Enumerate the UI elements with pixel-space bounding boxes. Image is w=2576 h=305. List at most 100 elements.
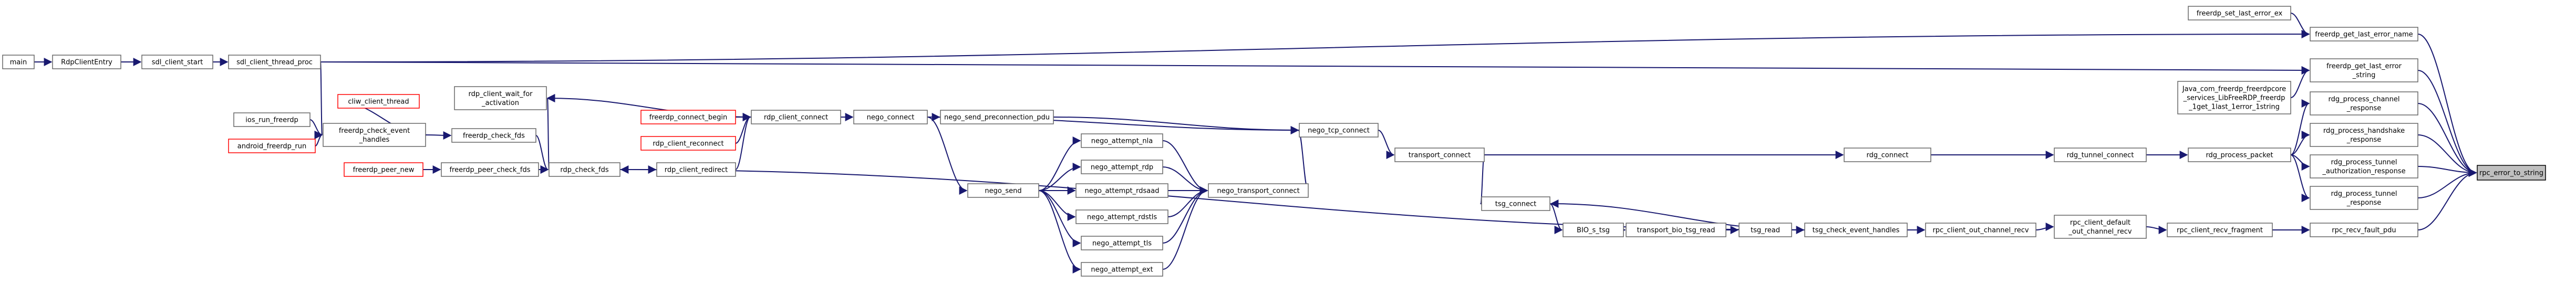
node-freerdp_get_last_error_name[interactable]: freerdp_get_last_error_name bbox=[2310, 27, 2418, 41]
node-box-rdg_connect[interactable] bbox=[1844, 148, 1931, 162]
node-box-BIO_s_tsg[interactable] bbox=[1563, 223, 1624, 237]
node-box-freerdp_peer_new[interactable] bbox=[344, 162, 423, 177]
node-box-tsg_connect[interactable] bbox=[1481, 196, 1550, 211]
node-box-cliw_client_thread[interactable] bbox=[337, 94, 420, 109]
node-rpc_client_default_out_channel_recv[interactable]: rpc_client_default_out_channel_recv bbox=[2054, 215, 2147, 239]
node-rdg_process_tunnel_authorization_response[interactable]: rdg_process_tunnel_authorization_respons… bbox=[2310, 154, 2418, 178]
node-box-rdg_process_packet[interactable] bbox=[2188, 148, 2291, 162]
node-box-nego_attempt_rdsaad[interactable] bbox=[1075, 183, 1168, 198]
node-box-rpc_client_recv_fragment[interactable] bbox=[2167, 223, 2273, 237]
node-box-nego_attempt_rdstls[interactable] bbox=[1075, 209, 1168, 224]
node-freerdp_peer_check_fds[interactable]: freerdp_peer_check_fds bbox=[441, 162, 539, 177]
node-tsg_connect[interactable]: tsg_connect bbox=[1481, 196, 1550, 211]
node-box-freerdp_get_last_error_string[interactable] bbox=[2310, 58, 2418, 82]
node-rdg_process_channel_response[interactable]: rdg_process_channel_response bbox=[2310, 91, 2418, 115]
node-box-rdg_tunnel_connect[interactable] bbox=[2054, 148, 2147, 162]
node-box-rdg_process_tunnel_response[interactable] bbox=[2310, 186, 2418, 210]
node-rdg_process_packet[interactable]: rdg_process_packet bbox=[2188, 148, 2291, 162]
node-nego_attempt_ext[interactable]: nego_attempt_ext bbox=[1081, 262, 1163, 277]
node-box-freerdp_get_last_error_name[interactable] bbox=[2310, 27, 2418, 41]
node-rdp_check_fds[interactable]: rdp_check_fds bbox=[549, 162, 620, 177]
node-box-nego_transport_connect[interactable] bbox=[1208, 183, 1309, 198]
node-nego_connect[interactable]: nego_connect bbox=[853, 110, 928, 124]
node-rdp_client_connect[interactable]: rdp_client_connect bbox=[751, 110, 841, 124]
node-box-rdp_client_reconnect[interactable] bbox=[640, 136, 736, 151]
node-nego_send[interactable]: nego_send bbox=[967, 183, 1039, 198]
node-box-rpc_client_out_channel_recv[interactable] bbox=[1925, 223, 2036, 237]
node-box-freerdp_check_event_handles[interactable] bbox=[323, 123, 426, 147]
node-rpc_client_recv_fragment[interactable]: rpc_client_recv_fragment bbox=[2167, 223, 2273, 237]
node-BIO_s_tsg[interactable]: BIO_s_tsg bbox=[1563, 223, 1624, 237]
node-freerdp_check_event_handles[interactable]: freerdp_check_event_handles bbox=[323, 123, 426, 147]
node-nego_send_preconnection_pdu[interactable]: nego_send_preconnection_pdu bbox=[940, 110, 1054, 124]
node-box-transport_bio_tsg_read[interactable] bbox=[1626, 223, 1726, 237]
node-tsg_read[interactable]: tsg_read bbox=[1739, 223, 1792, 237]
node-freerdp_set_last_error_ex[interactable]: freerdp_set_last_error_ex bbox=[2188, 6, 2291, 20]
node-nego_tcp_connect[interactable]: nego_tcp_connect bbox=[1299, 123, 1379, 138]
node-rdg_connect[interactable]: rdg_connect bbox=[1844, 148, 1931, 162]
node-box-rdp_client_redirect[interactable] bbox=[656, 162, 736, 177]
node-freerdp_peer_new[interactable]: freerdp_peer_new bbox=[344, 162, 423, 177]
node-main[interactable]: main bbox=[2, 55, 35, 69]
node-sdl_client_start[interactable]: sdl_client_start bbox=[141, 55, 213, 69]
node-box-rpc_error_to_string[interactable] bbox=[2477, 165, 2546, 181]
node-nego_attempt_rdp[interactable]: nego_attempt_rdp bbox=[1081, 160, 1163, 174]
node-box-freerdp_connect_begin[interactable] bbox=[640, 110, 736, 124]
node-box-nego_attempt_rdp[interactable] bbox=[1081, 160, 1163, 174]
node-box-nego_connect[interactable] bbox=[853, 110, 928, 124]
node-rpc_error_to_string[interactable]: rpc_error_to_string bbox=[2477, 165, 2546, 181]
node-box-android_freerdp_run[interactable] bbox=[228, 139, 316, 153]
node-java_com_freerdp[interactable]: Java_com_freerdp_freerdpcore_services_Li… bbox=[2177, 81, 2291, 114]
node-nego_transport_connect[interactable]: nego_transport_connect bbox=[1208, 183, 1309, 198]
node-freerdp_check_fds[interactable]: freerdp_check_fds bbox=[451, 128, 536, 143]
node-box-nego_send[interactable] bbox=[967, 183, 1039, 198]
node-freerdp_get_last_error_string[interactable]: freerdp_get_last_error_string bbox=[2310, 58, 2418, 82]
node-nego_attempt_nla[interactable]: nego_attempt_nla bbox=[1081, 133, 1163, 148]
node-box-freerdp_check_fds[interactable] bbox=[451, 128, 536, 143]
node-rdp_client_wait_for_activation[interactable]: rdp_client_wait_for_activation bbox=[454, 86, 547, 110]
node-box-transport_connect[interactable] bbox=[1394, 148, 1485, 162]
node-box-nego_send_preconnection_pdu[interactable] bbox=[940, 110, 1054, 124]
node-box-nego_attempt_ext[interactable] bbox=[1081, 262, 1163, 277]
node-box-tsg_read[interactable] bbox=[1739, 223, 1792, 237]
node-box-rdg_process_tunnel_authorization_response[interactable] bbox=[2310, 154, 2418, 178]
node-box-java_com_freerdp[interactable] bbox=[2177, 81, 2291, 114]
node-box-rpc_recv_fault_pdu[interactable] bbox=[2310, 223, 2418, 237]
node-tsg_check_event_handles[interactable]: tsg_check_event_handles bbox=[1804, 223, 1908, 237]
node-box-freerdp_peer_check_fds[interactable] bbox=[441, 162, 539, 177]
node-box-rdp_check_fds[interactable] bbox=[549, 162, 620, 177]
node-cliw_client_thread[interactable]: cliw_client_thread bbox=[337, 94, 420, 109]
node-rdp_client_reconnect[interactable]: rdp_client_reconnect bbox=[640, 136, 736, 151]
node-rdg_tunnel_connect[interactable]: rdg_tunnel_connect bbox=[2054, 148, 2147, 162]
node-ios_run_freerdp[interactable]: ios_run_freerdp bbox=[233, 112, 311, 127]
node-box-RdpClientEntry[interactable] bbox=[52, 55, 121, 69]
node-box-nego_attempt_tls[interactable] bbox=[1081, 236, 1163, 250]
node-transport_connect[interactable]: transport_connect bbox=[1394, 148, 1485, 162]
node-sdl_client_thread_proc[interactable]: sdl_client_thread_proc bbox=[228, 55, 321, 69]
node-nego_attempt_tls[interactable]: nego_attempt_tls bbox=[1081, 236, 1163, 250]
node-box-rdg_process_channel_response[interactable] bbox=[2310, 91, 2418, 115]
node-box-main[interactable] bbox=[2, 55, 35, 69]
node-rpc_recv_fault_pdu[interactable]: rpc_recv_fault_pdu bbox=[2310, 223, 2418, 237]
node-box-sdl_client_thread_proc[interactable] bbox=[228, 55, 321, 69]
node-box-rpc_client_default_out_channel_recv[interactable] bbox=[2054, 215, 2147, 239]
node-nego_attempt_rdsaad[interactable]: nego_attempt_rdsaad bbox=[1075, 183, 1168, 198]
node-box-rdp_client_wait_for_activation[interactable] bbox=[454, 86, 547, 110]
node-rdg_process_tunnel_response[interactable]: rdg_process_tunnel_response bbox=[2310, 186, 2418, 210]
node-android_freerdp_run[interactable]: android_freerdp_run bbox=[228, 139, 316, 153]
node-box-tsg_check_event_handles[interactable] bbox=[1804, 223, 1908, 237]
node-rpc_client_out_channel_recv[interactable]: rpc_client_out_channel_recv bbox=[1925, 223, 2036, 237]
node-box-rdp_client_connect[interactable] bbox=[751, 110, 841, 124]
node-nego_attempt_rdstls[interactable]: nego_attempt_rdstls bbox=[1075, 209, 1168, 224]
node-freerdp_connect_begin[interactable]: freerdp_connect_begin bbox=[640, 110, 736, 124]
node-box-ios_run_freerdp[interactable] bbox=[233, 112, 311, 127]
node-box-freerdp_set_last_error_ex[interactable] bbox=[2188, 6, 2291, 20]
node-box-sdl_client_start[interactable] bbox=[141, 55, 213, 69]
node-rdp_client_redirect[interactable]: rdp_client_redirect bbox=[656, 162, 736, 177]
node-box-rdg_process_handshake_response[interactable] bbox=[2310, 123, 2418, 147]
node-rdg_process_handshake_response[interactable]: rdg_process_handshake_response bbox=[2310, 123, 2418, 147]
node-box-nego_attempt_nla[interactable] bbox=[1081, 133, 1163, 148]
node-transport_bio_tsg_read[interactable]: transport_bio_tsg_read bbox=[1626, 223, 1726, 237]
node-box-nego_tcp_connect[interactable] bbox=[1299, 123, 1379, 138]
node-RdpClientEntry[interactable]: RdpClientEntry bbox=[52, 55, 121, 69]
